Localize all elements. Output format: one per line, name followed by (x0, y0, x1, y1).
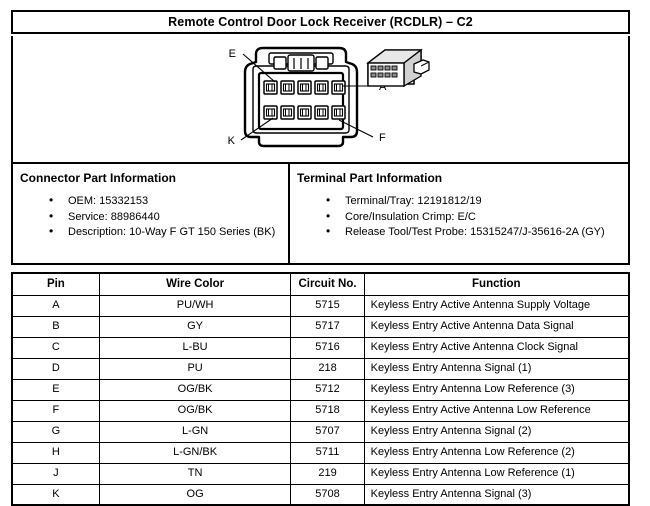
list-item: • Core/Insulation Crimp: E/C (326, 208, 628, 226)
cell-function: Keyless Entry Antenna Signal (3) (363, 483, 630, 506)
list-item: • Release Tool/Test Probe: 15315247/J-356… (326, 224, 628, 241)
cell-function: Keyless Entry Antenna Signal (2) (363, 420, 630, 443)
connector-face-view: E A K F (228, 46, 430, 148)
connector-part-heading: Connector Part Information (20, 171, 177, 185)
cell-circuit-no: 5717 (290, 315, 365, 338)
terminal-part-item-0: Terminal/Tray: 12191812/19 (345, 195, 482, 208)
table-row: J TN 219 Keyless Entry Antenna Low Refer… (11, 462, 630, 485)
callout-label-K: K (228, 135, 236, 147)
table-header-row: Pin Wire Color Circuit No. Function (11, 273, 630, 296)
callout-label-A: A (379, 81, 387, 93)
callout-leaders (240, 53, 374, 141)
table-body: A PU/WH 5715 Keyless Entry Active Antenn… (11, 294, 630, 506)
cell-wire-color: L-GN (98, 420, 292, 443)
terminal-part-heading: Terminal Part Information (297, 171, 443, 185)
cell-pin: J (11, 462, 100, 485)
cell-wire-color: L-BU (98, 336, 292, 359)
cell-circuit-no: 218 (290, 357, 365, 380)
cavity-row-bottom (263, 105, 346, 120)
cell-pin: G (11, 420, 100, 443)
table-row: F OG/BK 5718 Keyless Entry Active Antenn… (11, 399, 630, 422)
table-row: A PU/WH 5715 Keyless Entry Active Antenn… (11, 294, 630, 317)
connector-isometric-view (366, 48, 430, 88)
connector-part-item-2: Description: 10-Way F GT 150 Series (BK) (68, 226, 276, 239)
cell-wire-color: L-GN/BK (98, 441, 292, 464)
terminal-part-information: Terminal Part Information • Terminal/Tray… (290, 164, 628, 263)
cell-function: Keyless Entry Antenna Low Reference (3) (363, 378, 630, 401)
terminal-part-list: • Terminal/Tray: 12191812/19 • Core/Insula… (290, 193, 628, 241)
cell-pin: A (11, 294, 100, 317)
cell-pin: B (11, 315, 100, 338)
table-row: K OG 5708 Keyless Entry Antenna Signal (… (11, 483, 630, 506)
cell-pin: C (11, 336, 100, 359)
cell-wire-color: OG/BK (98, 399, 292, 422)
cell-pin: E (11, 378, 100, 401)
column-header-circuit-no: Circuit No. (290, 273, 365, 296)
cell-pin: H (11, 441, 100, 464)
table-row: G L-GN 5707 Keyless Entry Antenna Signal… (11, 420, 630, 443)
cell-circuit-no: 5718 (290, 399, 365, 422)
column-header-function: Function (363, 273, 630, 296)
callout-label-E: E (229, 48, 236, 60)
connector-part-item-1: Service: 88986440 (68, 210, 160, 223)
table-row: E OG/BK 5712 Keyless Entry Antenna Low R… (11, 378, 630, 401)
bullet-icon: • (326, 224, 331, 239)
bullet-icon: • (326, 208, 331, 223)
list-item: • Terminal/Tray: 12191812/19 (326, 193, 628, 210)
cell-circuit-no: 5712 (290, 378, 365, 401)
cell-pin: D (11, 357, 100, 380)
cell-wire-color: OG (98, 483, 292, 506)
column-header-wire-color: Wire Color (98, 273, 292, 296)
cell-wire-color: PU (98, 357, 292, 380)
list-item: • Description: 10-Way F GT 150 Series (BK… (49, 224, 288, 241)
cell-pin: K (11, 483, 100, 506)
connector-part-list: • OEM: 15332153 • Service: 88986440 • Descr… (13, 193, 288, 241)
page-title: Remote Control Door Lock Receiver (RCDLR… (168, 14, 473, 29)
page-title-box: Remote Control Door Lock Receiver (RCDLR… (11, 10, 630, 34)
cell-wire-color: GY (98, 315, 292, 338)
table-row: D PU 218 Keyless Entry Antenna Signal (1… (11, 357, 630, 380)
cell-wire-color: OG/BK (98, 378, 292, 401)
cell-function: Keyless Entry Active Antenna Clock Signa… (363, 336, 630, 359)
bullet-icon: • (49, 224, 54, 239)
cell-function: Keyless Entry Active Antenna Data Signal (363, 315, 630, 338)
callout-label-F: F (379, 132, 386, 144)
cell-wire-color: TN (98, 462, 292, 485)
cell-pin: F (11, 399, 100, 422)
table-row: C L-BU 5716 Keyless Entry Active Antenna… (11, 336, 630, 359)
cell-function: Keyless Entry Antenna Signal (1) (363, 357, 630, 380)
cell-function: Keyless Entry Active Antenna Low Referen… (363, 399, 630, 422)
connector-diagram-panel: E A K F (11, 36, 630, 164)
cell-circuit-no: 5707 (290, 420, 365, 443)
table-row: B GY 5717 Keyless Entry Active Antenna D… (11, 315, 630, 338)
cell-circuit-no: 5711 (290, 441, 365, 464)
cell-circuit-no: 5708 (290, 483, 365, 506)
cell-wire-color: PU/WH (98, 294, 292, 317)
part-information-panels: Connector Part Information • OEM: 1533215… (11, 164, 630, 265)
list-item: • Service: 88986440 (49, 208, 288, 226)
bullet-icon: • (326, 193, 331, 208)
connector-latch (268, 52, 334, 72)
bullet-icon: • (49, 193, 54, 208)
terminal-part-item-1: Core/Insulation Crimp: E/C (345, 210, 476, 223)
cell-function: Keyless Entry Active Antenna Supply Volt… (363, 294, 630, 317)
cavity-row-top (263, 80, 346, 95)
connector-part-item-0: OEM: 15332153 (68, 195, 149, 208)
connector-part-information: Connector Part Information • OEM: 1533215… (13, 164, 290, 263)
list-item: • OEM: 15332153 (49, 193, 288, 210)
cell-function: Keyless Entry Antenna Low Reference (2) (363, 441, 630, 464)
table-row: H L-GN/BK 5711 Keyless Entry Antenna Low… (11, 441, 630, 464)
cell-function: Keyless Entry Antenna Low Reference (1) (363, 462, 630, 485)
pin-assignment-table: Pin Wire Color Circuit No. Function A PU… (11, 272, 630, 506)
column-header-pin: Pin (11, 273, 100, 296)
cell-circuit-no: 5716 (290, 336, 365, 359)
terminal-part-item-2: Release Tool/Test Probe: 15315247/J-3561… (345, 226, 605, 239)
cell-circuit-no: 219 (290, 462, 365, 485)
cell-circuit-no: 5715 (290, 294, 365, 317)
bullet-icon: • (49, 208, 54, 223)
